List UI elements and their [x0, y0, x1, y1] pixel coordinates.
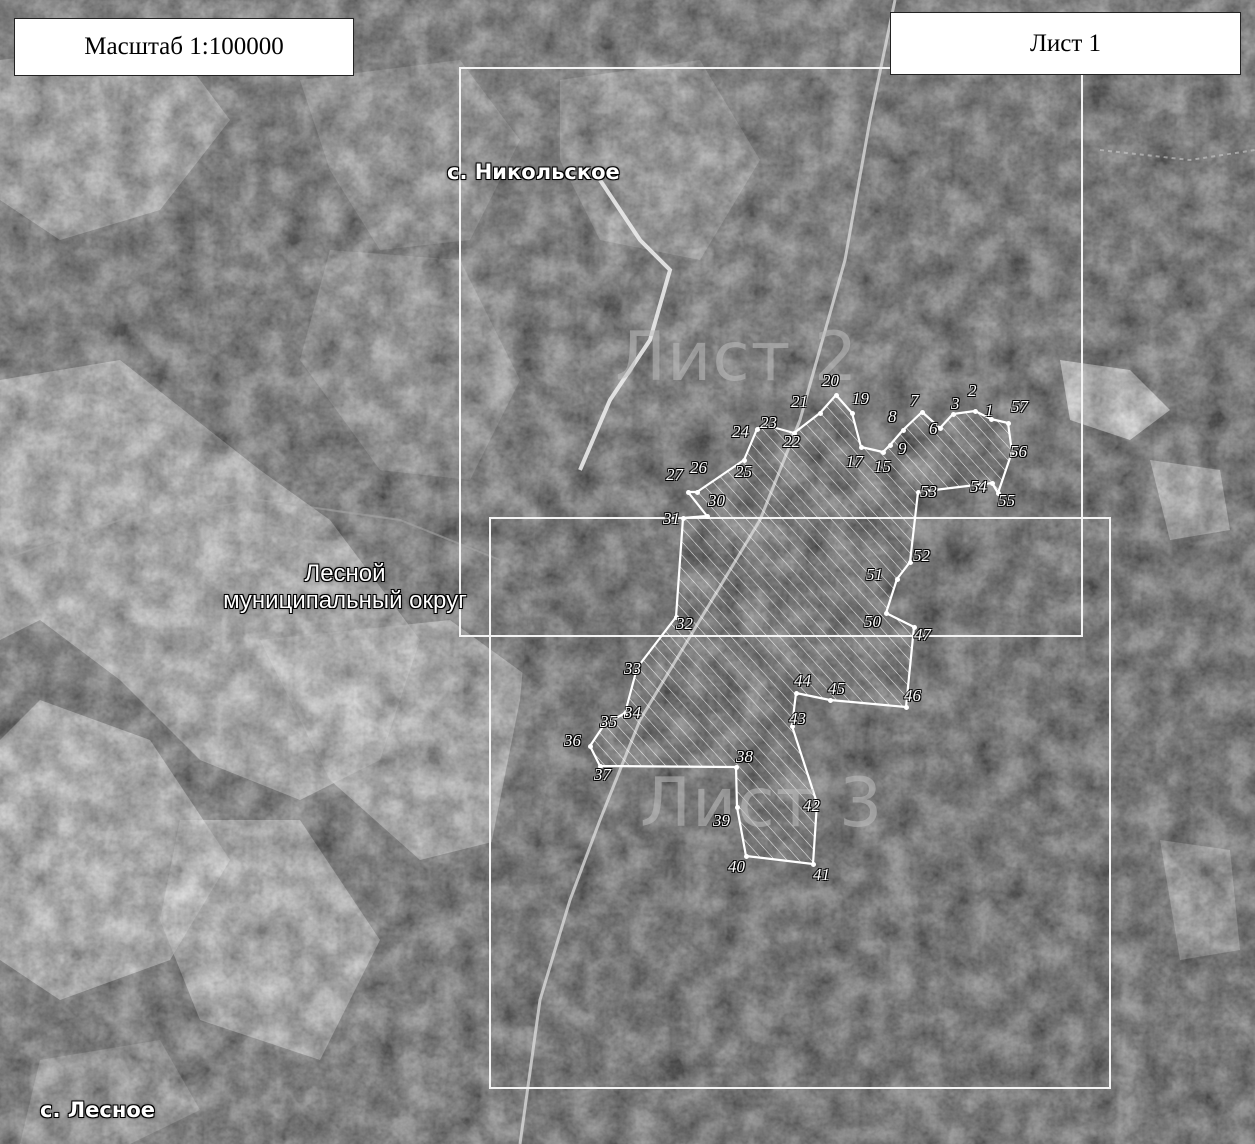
boundary-point-15-label: 15: [874, 457, 891, 476]
boundary-point-21-marker[interactable]: [818, 411, 823, 416]
boundary-point-22-marker[interactable]: [792, 431, 797, 436]
boundary-point-46-marker[interactable]: [904, 705, 909, 710]
boundary-point-37-label: 37: [594, 765, 611, 784]
boundary-point-9-label: 9: [898, 439, 907, 458]
boundary-point-35-label: 35: [600, 712, 617, 731]
boundary-point-27-label: 27: [666, 465, 683, 484]
village-lesnoe: с. Лесное: [40, 1098, 156, 1122]
boundary-point-9-marker[interactable]: [888, 443, 893, 448]
boundary-point-30-marker[interactable]: [705, 514, 710, 519]
boundary-point-40-label: 40: [728, 857, 745, 876]
boundary-point-26-label: 26: [690, 458, 707, 477]
boundary-point-25-marker[interactable]: [742, 458, 747, 463]
boundary-point-43-marker[interactable]: [790, 724, 795, 729]
boundary-point-51-label: 51: [866, 565, 883, 584]
boundary-point-3-marker[interactable]: [951, 412, 956, 417]
boundary-point-34-marker[interactable]: [623, 711, 628, 716]
boundary-point-38-label: 38: [736, 747, 753, 766]
boundary-point-43-label: 43: [789, 709, 806, 728]
boundary-point-1-label: 1: [985, 401, 994, 420]
boundary-point-40-marker[interactable]: [744, 854, 749, 859]
boundary-point-22-label: 22: [783, 432, 800, 451]
boundary-point-19-label: 19: [852, 389, 869, 408]
boundary-point-54-label: 54: [970, 477, 987, 496]
boundary-point-38-marker[interactable]: [734, 765, 739, 770]
boundary-point-50-label: 50: [864, 612, 881, 631]
sheet-2-label: Лист 2: [615, 318, 859, 397]
boundary-point-2-marker[interactable]: [973, 409, 978, 414]
boundary-point-54-marker[interactable]: [990, 481, 995, 486]
boundary-point-57-marker[interactable]: [1006, 421, 1011, 426]
boundary-point-31-label: 31: [663, 509, 680, 528]
boundary-point-36-label: 36: [564, 731, 581, 750]
boundary-point-30-label: 30: [708, 491, 725, 510]
boundary-point-44-marker[interactable]: [794, 691, 799, 696]
boundary-point-47-marker[interactable]: [912, 625, 917, 630]
boundary-point-25-label: 25: [735, 462, 752, 481]
district-line-2: муниципальный округ: [223, 587, 467, 614]
sheet-3-label: Лист 3: [640, 764, 884, 843]
boundary-point-27-marker[interactable]: [686, 490, 691, 495]
boundary-point-56-marker[interactable]: [1010, 450, 1015, 455]
boundary-point-8-label: 8: [888, 407, 897, 426]
boundary-point-6-marker[interactable]: [938, 426, 943, 431]
boundary-point-3-label: 3: [951, 394, 960, 413]
village-nikolskoe: с. Никольское: [447, 160, 620, 184]
boundary-point-6-label: 6: [929, 419, 938, 438]
boundary-point-42-label: 42: [803, 796, 820, 815]
boundary-point-55-marker[interactable]: [996, 491, 1001, 496]
boundary-point-53-label: 53: [920, 482, 937, 501]
boundary-point-53-marker[interactable]: [916, 490, 921, 495]
boundary-point-23-label: 23: [760, 413, 777, 432]
boundary-point-7-label: 7: [910, 391, 919, 410]
boundary-point-15-marker[interactable]: [881, 450, 886, 455]
boundary-point-51-marker[interactable]: [895, 577, 900, 582]
district-line-1: Лесной: [304, 560, 386, 587]
boundary-point-47-label: 47: [914, 625, 931, 644]
boundary-point-44-label: 44: [794, 671, 811, 690]
boundary-point-31-marker[interactable]: [681, 516, 686, 521]
boundary-point-32-marker[interactable]: [674, 615, 679, 620]
boundary-point-33-label: 33: [624, 659, 641, 678]
boundary-point-32-label: 32: [676, 614, 693, 633]
boundary-point-45-marker[interactable]: [828, 698, 833, 703]
boundary-point-20-label: 20: [822, 371, 839, 390]
boundary-point-23-marker[interactable]: [763, 423, 768, 428]
boundary-point-39-marker[interactable]: [735, 805, 740, 810]
boundary-point-19-marker[interactable]: [850, 411, 855, 416]
district-label: Лесной муниципальный округ: [180, 560, 510, 614]
boundary-point-57-label: 57: [1011, 397, 1028, 416]
sheet-label: Лист 1: [890, 12, 1241, 75]
boundary-point-41-marker[interactable]: [811, 862, 816, 867]
boundary-point-41-label: 41: [813, 865, 830, 884]
boundary-point-8-marker[interactable]: [901, 428, 906, 433]
boundary-point-56-label: 56: [1010, 442, 1027, 461]
boundary-point-33-marker[interactable]: [635, 666, 640, 671]
boundary-point-46-label: 46: [904, 686, 921, 705]
boundary-point-55-label: 55: [998, 491, 1015, 510]
boundary-point-17-marker[interactable]: [859, 445, 864, 450]
boundary-point-45-label: 45: [828, 679, 845, 698]
boundary-point-1-marker[interactable]: [989, 417, 994, 422]
boundary-point-42-marker[interactable]: [815, 801, 820, 806]
boundary-point-34-label: 34: [624, 703, 641, 722]
boundary-point-52-label: 52: [913, 546, 930, 565]
boundary-point-36-marker[interactable]: [588, 744, 593, 749]
boundary-point-24-marker[interactable]: [755, 427, 760, 432]
boundary-point-2-label: 2: [968, 381, 977, 400]
boundary-point-21-label: 21: [791, 392, 808, 411]
boundary-point-20-marker[interactable]: [834, 393, 839, 398]
boundary-point-37-marker[interactable]: [598, 764, 603, 769]
scale-label: Масштаб 1:100000: [14, 18, 354, 76]
boundary-point-17-label: 17: [846, 452, 863, 471]
boundary-point-24-label: 24: [732, 422, 749, 441]
boundary-point-52-marker[interactable]: [908, 560, 913, 565]
boundary-point-7-marker[interactable]: [920, 410, 925, 415]
boundary-point-26-marker[interactable]: [695, 490, 700, 495]
boundary-point-35-marker[interactable]: [602, 723, 607, 728]
boundary-point-50-marker[interactable]: [884, 611, 889, 616]
boundary-point-39-label: 39: [713, 811, 730, 830]
